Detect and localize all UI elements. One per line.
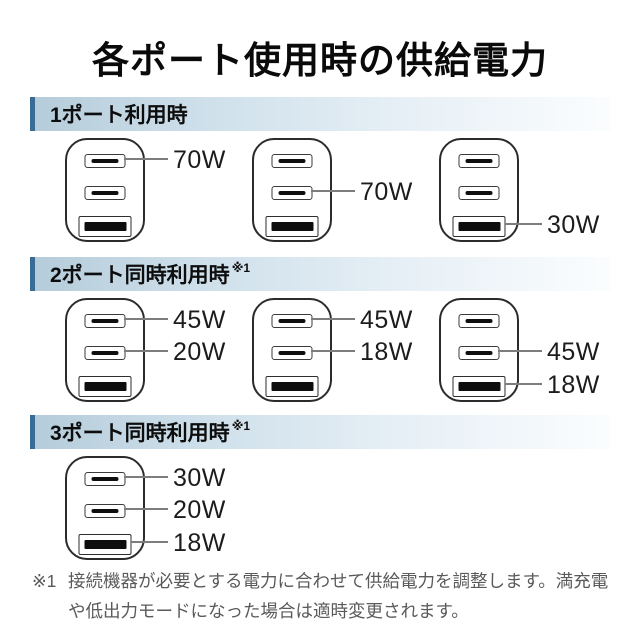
callout-line xyxy=(311,190,355,192)
footnote-text: 接続機器が必要とする電力に合わせて供給電力を調整します。満充電や低出力モードにな… xyxy=(68,571,609,622)
charger-body xyxy=(252,298,332,402)
port-pin xyxy=(84,382,126,391)
wattage-label: 30W xyxy=(173,464,226,492)
port-pin xyxy=(278,351,306,355)
charger-unit: 70W xyxy=(252,138,439,244)
charger-body xyxy=(65,138,145,242)
wattage-label: 45W xyxy=(360,306,413,334)
wattage-label: 70W xyxy=(173,146,226,174)
charger-row-1-port: 70W 70W 30W xyxy=(0,138,640,244)
callout-line xyxy=(498,350,542,352)
usb-c-port xyxy=(84,314,126,328)
port-pin xyxy=(458,222,500,231)
section-note-ref: ※1 xyxy=(231,261,251,275)
section-note-ref: ※1 xyxy=(231,419,251,433)
callout-line xyxy=(124,350,168,352)
footnote-marker: ※1 xyxy=(32,571,57,591)
usb-a-port xyxy=(265,376,319,397)
wattage-label: 20W xyxy=(173,496,226,524)
usb-c-port xyxy=(84,346,126,360)
port-pin xyxy=(278,159,306,163)
wattage-label: 18W xyxy=(173,529,226,557)
usb-c-port xyxy=(84,472,126,486)
usb-c-port xyxy=(458,154,500,168)
callout-line xyxy=(505,383,542,385)
usb-a-port xyxy=(78,534,132,555)
port-pin xyxy=(465,319,493,323)
section-heading-text: 3ポート同時利用時 xyxy=(50,422,230,445)
port-pin xyxy=(91,351,119,355)
port-pin xyxy=(271,222,313,231)
wattage-label: 45W xyxy=(547,338,600,366)
usb-c-port xyxy=(271,154,313,168)
usb-c-port xyxy=(271,314,313,328)
callout-line xyxy=(124,158,168,160)
port-pin xyxy=(84,540,126,549)
usb-a-port xyxy=(452,216,506,237)
callout-line xyxy=(505,223,542,225)
port-pin xyxy=(278,319,306,323)
port-pin xyxy=(91,477,119,481)
section-header-1-port: 1ポート利用時 xyxy=(30,97,611,131)
port-pin xyxy=(91,509,119,513)
section-header-3-ports: 3ポート同時利用時※1 xyxy=(30,415,611,449)
usb-c-port xyxy=(458,186,500,200)
port-pin xyxy=(271,382,313,391)
usb-c-port xyxy=(84,504,126,518)
charger-unit: 30W xyxy=(439,138,626,244)
port-pin xyxy=(91,159,119,163)
port-pin xyxy=(91,319,119,323)
section-header-2-ports: 2ポート同時利用時※1 xyxy=(30,257,611,291)
usb-a-port xyxy=(78,376,132,397)
page-title: 各ポート使用時の供給電力 xyxy=(92,40,548,81)
port-pin xyxy=(458,382,500,391)
usb-c-port xyxy=(84,186,126,200)
wattage-label: 70W xyxy=(360,178,413,206)
charger-body xyxy=(439,138,519,242)
port-pin xyxy=(465,191,493,195)
port-pin xyxy=(91,191,119,195)
port-pin xyxy=(465,159,493,163)
port-pin xyxy=(278,191,306,195)
charger-body xyxy=(65,298,145,402)
wattage-label: 30W xyxy=(547,211,600,239)
wattage-label: 20W xyxy=(173,338,226,366)
section-heading-text: 1ポート利用時 xyxy=(50,104,188,127)
charger-unit: 70W xyxy=(65,138,252,244)
callout-line xyxy=(131,541,168,543)
port-pin xyxy=(465,351,493,355)
footnote: ※1 接続機器が必要とする電力に合わせて供給電力を調整します。満充電や低出力モー… xyxy=(32,566,612,626)
usb-c-port xyxy=(458,314,500,328)
wattage-label: 45W xyxy=(173,306,226,334)
port-pin xyxy=(84,222,126,231)
charger-unit: 30W 20W 18W xyxy=(65,456,252,562)
callout-line xyxy=(124,508,168,510)
wattage-label: 18W xyxy=(547,371,600,399)
callout-line xyxy=(311,318,355,320)
charger-row-3-ports: 30W 20W 18W xyxy=(0,456,640,562)
usb-a-port xyxy=(452,376,506,397)
usb-c-port xyxy=(271,346,313,360)
callout-line xyxy=(124,318,168,320)
callout-line xyxy=(311,350,355,352)
usb-a-port xyxy=(78,216,132,237)
usb-c-port xyxy=(458,346,500,360)
usb-c-port xyxy=(84,154,126,168)
callout-line xyxy=(124,476,168,478)
wattage-label: 18W xyxy=(360,338,413,366)
usb-a-port xyxy=(265,216,319,237)
usb-c-port xyxy=(271,186,313,200)
section-heading-text: 2ポート同時利用時 xyxy=(50,264,230,287)
